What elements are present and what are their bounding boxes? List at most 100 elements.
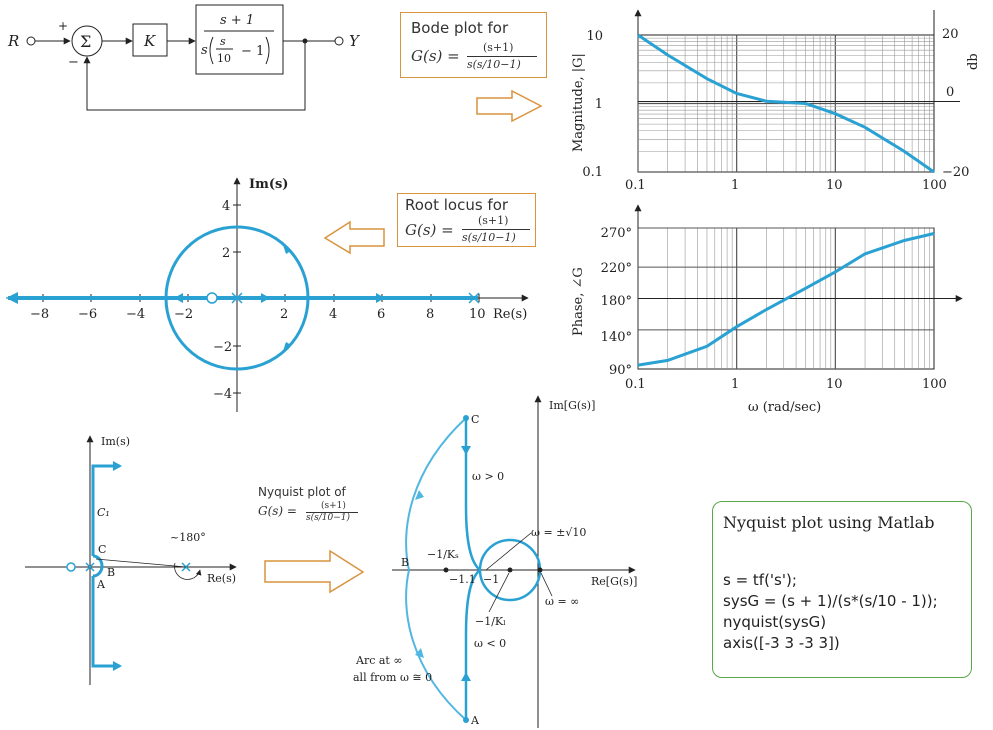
magnitude-curve bbox=[637, 33, 935, 174]
bode-box-title: Bode plot for bbox=[411, 19, 509, 37]
contour-indent bbox=[92, 554, 104, 578]
root-locus-title-box: Root locus for G(s) = (s+1) s(s/10−1) bbox=[397, 193, 536, 247]
nyq-box-num: (s+1) bbox=[321, 501, 346, 511]
bode-phase-labels: 270° 220° 180° 140° 90° 0.1 1 10 100 ω (… bbox=[571, 226, 947, 415]
bode-title-box: Bode plot for G(s) = (s+1) s(s/10−1) bbox=[400, 12, 547, 78]
nyq-arc-lower bbox=[405, 569, 467, 721]
rl-tick-neg8: −8 bbox=[30, 307, 49, 322]
mag-x-tick-100: 100 bbox=[922, 178, 947, 193]
phase-x-tick-100: 100 bbox=[922, 377, 947, 392]
contour-ylabel: Im(s) bbox=[101, 435, 130, 448]
rl-tick-6: 6 bbox=[377, 307, 385, 322]
db-tick-20: 20 bbox=[942, 27, 959, 42]
nyq-lower-branch bbox=[464, 569, 481, 720]
rl-ylabel: Im(s) bbox=[249, 177, 288, 192]
left-arrow-icon bbox=[323, 220, 385, 255]
rl-tick-imneg2: −2 bbox=[213, 340, 232, 355]
rl-tick-4: 4 bbox=[329, 307, 337, 322]
rl-tick-imneg4: −4 bbox=[213, 387, 232, 402]
nyq-box-den: s(s/10−1) bbox=[306, 513, 351, 523]
nyq-pt-b: B bbox=[401, 556, 409, 569]
block-diagram: R Σ + − K s + 1 s s 10 − 1 Y bbox=[7, 4, 361, 111]
mag-x-tick-1: 1 bbox=[731, 178, 739, 193]
phase-x-tick-1: 1 bbox=[731, 377, 739, 392]
contour-c1-label: C₁ bbox=[97, 506, 110, 519]
rl-box-lhs: G(s) = bbox=[405, 221, 454, 239]
nyq-m11: −1.1 bbox=[449, 573, 476, 586]
rl-tick-im2: 2 bbox=[222, 246, 230, 261]
phase-tick-180: 180° bbox=[601, 294, 632, 309]
matlab-box: Nyquist plot using Matlab s = tf('s'); s… bbox=[712, 501, 972, 678]
nyq-pt-a: A bbox=[470, 714, 480, 727]
rl-tick-im4: 4 bbox=[222, 199, 230, 214]
rl-tick-10: 10 bbox=[469, 307, 486, 322]
phase-xlabel: ω (rad/sec) bbox=[748, 400, 821, 415]
nyq-m1: −1 bbox=[483, 573, 499, 586]
rl-box-den: s(s/10−1) bbox=[462, 231, 516, 244]
rl-xlabel: Re(s) bbox=[493, 307, 527, 322]
rl-tick-8: 8 bbox=[426, 307, 434, 322]
contour-angle: ~180° bbox=[170, 531, 206, 544]
minus-sign: − bbox=[68, 55, 79, 70]
plant-inner-den: 10 bbox=[217, 52, 231, 65]
mag-tick-0.1: 0.1 bbox=[582, 165, 603, 180]
bode-box-den: s(s/10−1) bbox=[467, 58, 521, 71]
gain-label: K bbox=[143, 32, 156, 50]
plant-den-s: s bbox=[201, 43, 208, 58]
nyq-arc-label-2: all from ω ≅ 0 bbox=[353, 671, 432, 684]
phase-x-tick-0.1: 0.1 bbox=[625, 377, 646, 392]
output-label: Y bbox=[349, 32, 361, 50]
matlab-line-3: nyquist(sysG) bbox=[723, 613, 827, 631]
contour-pt-c: C bbox=[98, 543, 106, 556]
mag-tick-10: 10 bbox=[586, 29, 603, 44]
bode-box-num: (s+1) bbox=[483, 41, 514, 54]
contour-c1-upper bbox=[91, 464, 120, 556]
contour-pole-origin bbox=[85, 562, 95, 572]
gain-block bbox=[132, 23, 168, 57]
phase-curve bbox=[637, 232, 935, 367]
nyq-upper-branch bbox=[464, 418, 481, 571]
rl-pole-10 bbox=[468, 292, 480, 304]
rl-box-title: Root locus for bbox=[405, 196, 509, 214]
right-arrow-icon bbox=[476, 89, 543, 123]
plus-sign: + bbox=[58, 19, 68, 33]
feedback-path bbox=[83, 41, 306, 111]
mag-x-tick-10: 10 bbox=[826, 178, 843, 193]
nyquist-title-block: Nyquist plot of G(s) = (s+1) s(s/10−1) bbox=[258, 485, 368, 525]
rl-zero bbox=[206, 292, 218, 304]
matlab-line-2: sysG = (s + 1)/(s*(s/10 - 1)); bbox=[723, 592, 938, 610]
nyq-arc-label-1: Arc at ∞ bbox=[355, 654, 403, 667]
mag-ylabel: Magnitude, |G| bbox=[571, 53, 586, 152]
matlab-box-title: Nyquist plot using Matlab bbox=[723, 513, 935, 532]
plant-block bbox=[195, 4, 284, 75]
db-tick-neg20: −20 bbox=[942, 165, 969, 180]
phase-tick-220: 220° bbox=[601, 261, 632, 276]
phase-tick-140: 140° bbox=[601, 330, 632, 345]
rl-tick-2: 2 bbox=[280, 307, 288, 322]
bode-magnitude-plot bbox=[634, 9, 960, 174]
nyq-xlabel: Re[G(s)] bbox=[591, 575, 637, 588]
nyquist-plot: Im[G(s)] Re[G(s)] C B A ω > 0 ω < 0 ω = … bbox=[353, 395, 637, 728]
input-node bbox=[26, 36, 36, 46]
contour-c1-lower bbox=[91, 576, 120, 668]
nyq-wpos: ω > 0 bbox=[472, 470, 504, 483]
sum-symbol: Σ bbox=[80, 32, 91, 51]
mag-tick-1: 1 bbox=[595, 97, 603, 112]
matlab-line-4: axis([-3 3 -3 3]) bbox=[723, 634, 840, 652]
db-label: db bbox=[966, 53, 981, 70]
input-label: R bbox=[7, 32, 19, 50]
rl-tick-neg2: −2 bbox=[174, 307, 193, 322]
nyquist-arrow-icon bbox=[264, 549, 365, 594]
nyq-wsqrt: ω = ±√10 bbox=[531, 526, 586, 539]
contour-pt-a: A bbox=[96, 578, 106, 591]
phase-x-tick-10: 10 bbox=[826, 377, 843, 392]
root-locus-plot: −8 −6 −4 −2 2 4 6 8 10 4 2 −2 −4 Im(s) R… bbox=[6, 177, 529, 412]
phase-ylabel: Phase, ∠G bbox=[571, 267, 586, 336]
matlab-code: s = tf('s'); sysG = (s + 1)/(s*(s/10 - 1… bbox=[723, 570, 938, 654]
plant-num: s + 1 bbox=[220, 13, 254, 28]
mag-x-tick-0.1: 0.1 bbox=[625, 178, 646, 193]
phase-tick-270: 270° bbox=[601, 226, 632, 241]
nyq-box-title: Nyquist plot of bbox=[258, 485, 346, 499]
nyq-ks: −1/Kₛ bbox=[427, 548, 459, 561]
rl-tick-neg4: −4 bbox=[126, 307, 145, 322]
